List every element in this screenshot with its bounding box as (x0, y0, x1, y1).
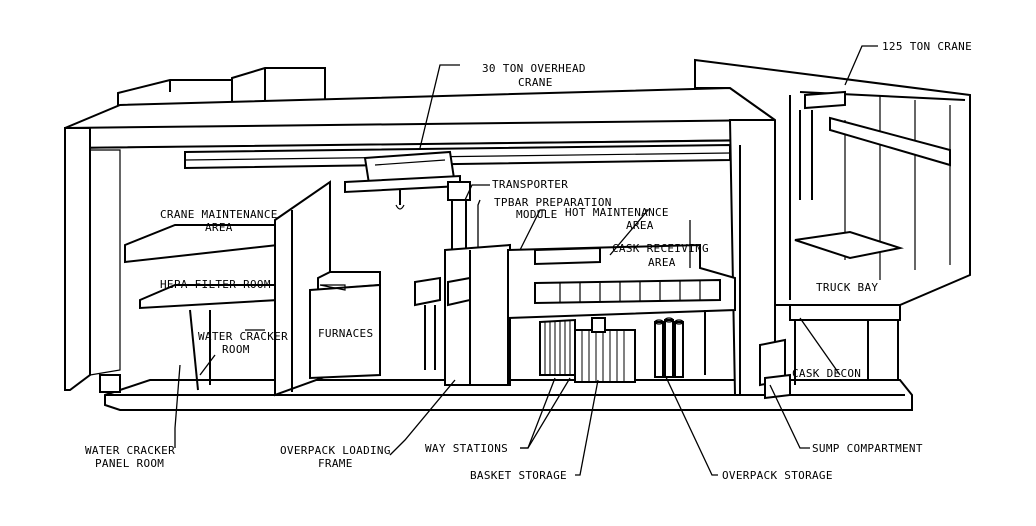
label-overhead-crane-l1: 30 TON OVERHEAD (482, 62, 586, 75)
label-cask-receiving-l1: CASK RECEIVING (612, 242, 709, 255)
label-basket-storage: BASKET STORAGE (470, 469, 567, 482)
label-way-stations: WAY STATIONS (425, 442, 508, 455)
overpack-cylinders (654, 317, 684, 378)
label-overpack-loading-l1: OVERPACK LOADING (280, 444, 391, 457)
storage-racks (539, 317, 636, 383)
label-water-cracker-panel-l2: PANEL ROOM (95, 457, 164, 470)
label-tpbar-l1: TPBAR PREPARATION (494, 196, 612, 209)
overhead-crane (184, 143, 731, 210)
label-overhead-crane-l2: CRANE (518, 76, 553, 89)
building-frame (64, 86, 776, 396)
truck-bay-structure (694, 58, 971, 385)
label-furnaces: FURNACES (318, 327, 373, 340)
label-water-cracker-panel-l1: WATER CRACKER (85, 444, 175, 457)
label-water-cracker-room-l1: WATER CRACKER (198, 330, 288, 343)
furnaces (309, 271, 381, 380)
label-hot-maint-l1: HOT MAINTENANCE (565, 206, 669, 219)
cask-receiving-platform (507, 243, 736, 385)
label-overpack-loading-l2: FRAME (318, 457, 353, 470)
label-tpbar-l2: MODULE (516, 208, 558, 221)
label-water-cracker-room-l2: ROOM (222, 343, 250, 356)
cask-decon-block (759, 338, 791, 400)
base-slab (99, 374, 913, 411)
leader-lines (174, 45, 878, 476)
label-hot-maint-l2: AREA (626, 219, 654, 232)
label-hepa: HEPA FILTER ROOM (160, 278, 271, 291)
labels: 125 TON CRANE 30 TON OVERHEAD CRANE TRAN… (85, 40, 972, 482)
label-sump: SUMP COMPARTMENT (812, 442, 923, 455)
label-crane-maint-l1: CRANE MAINTENANCE (160, 208, 278, 221)
label-125-ton-crane: 125 TON CRANE (882, 40, 972, 53)
label-crane-maint-l2: AREA (205, 221, 233, 234)
transporter (414, 181, 511, 386)
label-cask-decon: CASK DECON (792, 367, 861, 380)
label-truck-bay: TRUCK BAY (816, 281, 878, 294)
label-cask-receiving-l2: AREA (648, 256, 676, 269)
label-overpack-storage: OVERPACK STORAGE (722, 469, 833, 482)
label-transporter: TRANSPORTER (492, 178, 568, 191)
